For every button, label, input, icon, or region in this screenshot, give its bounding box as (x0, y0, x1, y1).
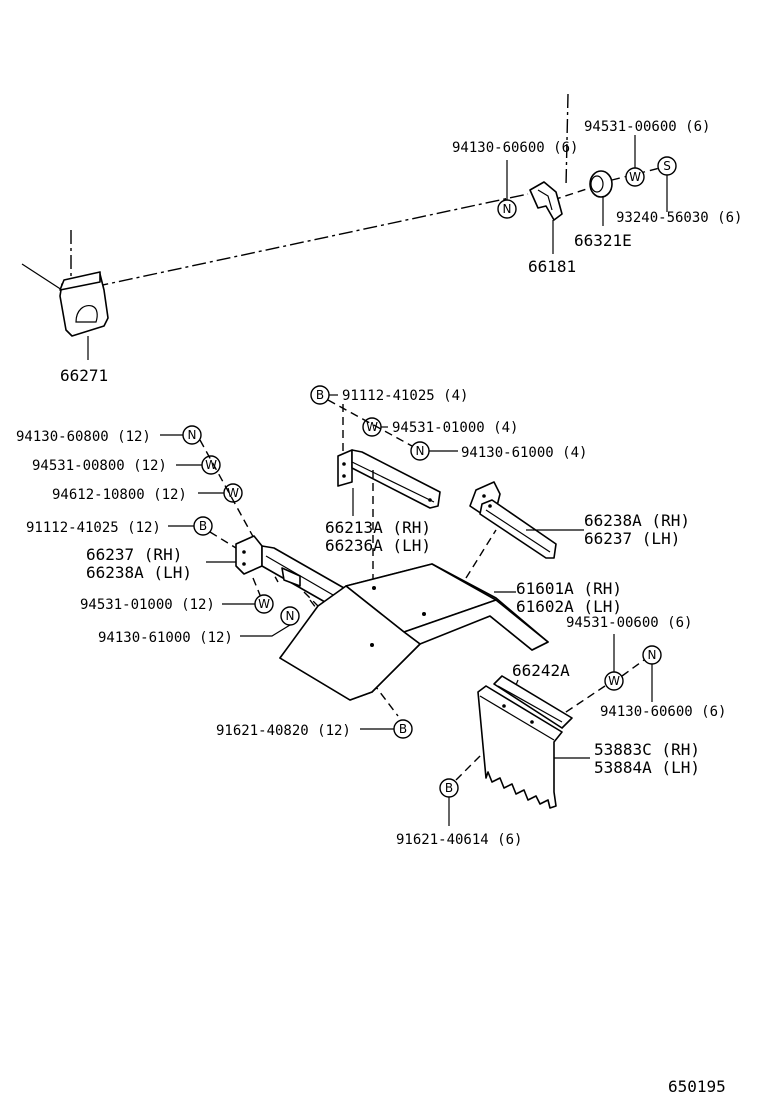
nut-symbol-letter: N (503, 202, 512, 216)
label-66181: 66181 (528, 257, 576, 276)
label-91112-41025-4: 91112-41025 (4) (342, 388, 468, 404)
nut-symbol-6: N (642, 645, 662, 665)
washer-symbol-letter: W (227, 486, 239, 500)
nut-symbol-4: N (410, 441, 430, 461)
bolt-symbol-letter: B (316, 388, 324, 402)
washer-symbol-12b: W (223, 483, 243, 503)
label-93240-56030: 93240-56030 (6) (616, 210, 742, 226)
label-94531-01000-12: 94531-01000 (12) (80, 597, 215, 613)
washer-symbol-12a: W (201, 455, 221, 475)
label-66237-rh: 66237 (RH) (86, 545, 182, 564)
label-66213A-rh: 66213A (RH) (325, 518, 431, 537)
label-66237-lh: 66237 (LH) (584, 529, 680, 548)
label-94130-60600-6: 94130-60600 (6) (600, 704, 726, 720)
washer-symbol-top: W (625, 167, 645, 187)
fastener-line-66237b (303, 591, 327, 615)
washer-symbol-12c: W (254, 594, 274, 614)
nut-symbol-letter: N (188, 428, 197, 442)
bolt-symbol-letter: B (199, 519, 207, 533)
bolt-symbol-4: B (310, 385, 330, 405)
washer-symbol-letter: W (366, 420, 378, 434)
fastener-line-4 (327, 399, 413, 447)
label-61601A-rh: 61601A (RH) (516, 579, 622, 598)
fastener-line-40614 (455, 753, 483, 781)
label-66321E: 66321E (574, 231, 632, 250)
label-66236A-lh: 66236A (LH) (325, 536, 431, 555)
label-66271: 66271 (60, 366, 108, 385)
hardware-line (552, 185, 597, 201)
label-94531-00800-12: 94531-00800 (12) (32, 458, 167, 474)
washer-symbol-letter: W (258, 597, 270, 611)
fastener-line-66238A (465, 529, 497, 579)
label-94531-00600-top: 94531-00600 (6) (584, 119, 710, 135)
washer-symbol-6: W (604, 671, 624, 691)
screw-symbol: S (657, 156, 677, 176)
washer-symbol-letter: W (629, 170, 641, 184)
washer-symbol-letter: W (205, 458, 217, 472)
vertical-alignment-line (565, 93, 569, 187)
label-94531-00600-6: 94531-00600 (6) (566, 615, 692, 631)
bracket-66238A-rh (469, 481, 557, 559)
label-53884A-lh: 53884A (LH) (594, 758, 700, 777)
label-91112-41025-12: 91112-41025 (12) (26, 520, 161, 536)
label-66238A-rh: 66238A (RH) (584, 511, 690, 530)
label-91621-40614-6: 91621-40614 (6) (396, 832, 522, 848)
bolt-symbol-12b: B (393, 719, 413, 739)
diagram-code: 650195 (668, 1077, 726, 1096)
label-94130-60600-top: 94130-60600 (6) (452, 140, 578, 156)
label-94130-60800-12: 94130-60800 (12) (16, 429, 151, 445)
label-94612-10800-12: 94612-10800 (12) (52, 487, 187, 503)
bracket-66213A (337, 449, 441, 509)
nut-symbol-letter: N (286, 609, 295, 623)
flap-bracket-66242A (493, 675, 573, 729)
nut-symbol-12: N (182, 425, 202, 445)
clip-66181 (529, 181, 563, 254)
bolt-symbol-6: B (439, 778, 459, 798)
nut-symbol-12b: N (280, 606, 300, 626)
label-53883C-rh: 53883C (RH) (594, 740, 700, 759)
fender-61601A (279, 563, 549, 701)
body-edge-line (21, 263, 63, 291)
label-94130-61000-4: 94130-61000 (4) (461, 445, 587, 461)
fastener-line-6b (621, 659, 645, 677)
bolt-symbol-12: B (193, 516, 213, 536)
fastener-line-6 (559, 685, 606, 717)
label-94531-01000-4: 94531-01000 (4) (392, 420, 518, 436)
leader (240, 624, 291, 637)
screw-symbol-letter: S (663, 159, 671, 173)
alignment-line (69, 193, 529, 293)
nut-symbol-letter: N (648, 648, 657, 662)
bolt-symbol-letter: B (445, 781, 453, 795)
label-61602A-lh: 61602A (LH) (516, 597, 622, 616)
label-94130-61000-12: 94130-61000 (12) (98, 630, 233, 646)
label-66238A-lh: 66238A (LH) (86, 563, 192, 582)
nut-symbol-top: N (497, 199, 517, 219)
washer-symbol-letter: W (608, 674, 620, 688)
label-66242A: 66242A (512, 661, 570, 680)
label-91621-40820-12: 91621-40820 (12) (216, 723, 351, 739)
cushion-66321E (589, 170, 613, 226)
mudflap-53883C (477, 685, 563, 809)
bracket-66271 (59, 271, 109, 360)
bolt-symbol-letter: B (399, 722, 407, 736)
fastener-line-bolt-12 (209, 531, 237, 549)
nut-symbol-letter: N (416, 444, 425, 458)
